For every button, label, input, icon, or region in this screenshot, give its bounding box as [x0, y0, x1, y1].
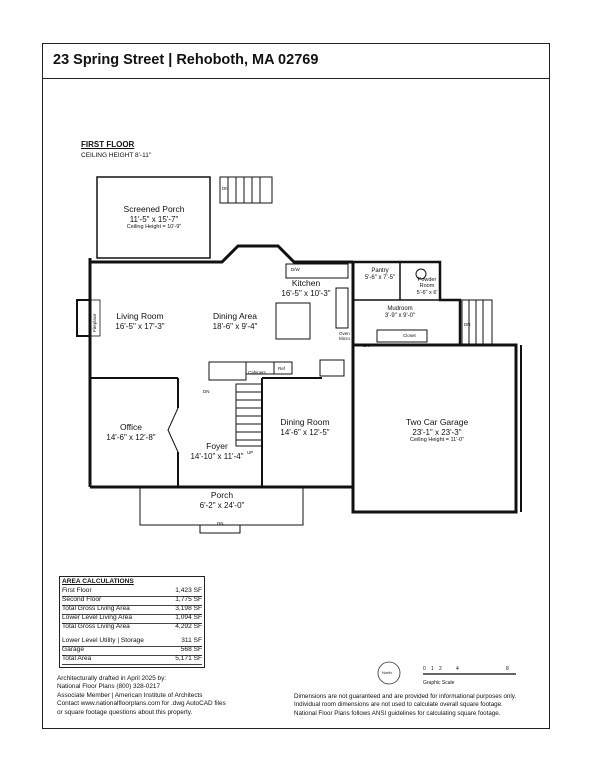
credit-line: National Floor Plans (800) 328-0217: [57, 683, 161, 691]
kitchen-counter: [285, 263, 349, 279]
ref-box: [273, 361, 293, 375]
area-row-value: 3,198 SF: [175, 605, 202, 612]
area-row: Total Gross Living Area 4,292 SF: [62, 623, 202, 632]
area-row-value: 1,423 SF: [175, 587, 202, 594]
graphic-scale-tick: 0: [423, 666, 426, 672]
room-powder-room: Powder Room 5'-6" x 6': [416, 277, 438, 296]
north-label: North: [382, 670, 392, 675]
north-wall-main: [90, 244, 353, 264]
page-title: 23 Spring Street | Rehoboth, MA 02769: [53, 52, 319, 68]
graphic-scale-tick: 2: [439, 666, 442, 672]
graphic-scale-caption: Graphic Scale: [423, 680, 455, 686]
room-garage: Two Car Garage 23'-1" x 23'-3" Ceiling H…: [405, 417, 469, 443]
credit-line: or square footage questions about this p…: [57, 708, 193, 716]
mudroom-closet: [376, 329, 428, 343]
area-calculations-table: AREA CALCULATIONS First Floor 1,423 SF Sec…: [59, 576, 205, 668]
porch-stairs-dn-label: DN: [222, 186, 229, 191]
garage-landing: [319, 359, 345, 377]
room-screened-porch: Screened Porch 11'-5" x 15'-7" Ceiling H…: [123, 204, 185, 230]
area-row-value: 1,094 SF: [175, 614, 202, 621]
area-row-label: Garage: [62, 646, 84, 653]
disclaimer-line: Dimensions are not guaranteed and are pr…: [294, 693, 517, 700]
area-row-label: Second Floor: [62, 596, 102, 603]
graphic-scale-tick: 8: [506, 666, 509, 672]
cabinets-label: Cabinets: [248, 370, 266, 375]
room-dining-room: Dining Room 14'-6" x 12'-5": [280, 417, 330, 437]
title-divider: [42, 78, 550, 79]
front-steps: [199, 524, 241, 534]
credit-line: Contact www.nationalfloorplans.com for .…: [57, 700, 226, 708]
range: [335, 287, 349, 329]
area-row: Lower Level Utility | Storage 311 SF: [62, 637, 202, 647]
stairs-up-label: UP: [247, 450, 254, 455]
area-row-label: Lower Level Living Area: [62, 614, 133, 621]
screened-porch-outline: [96, 176, 211, 259]
room-mudroom: Mudroom 3'-9" x 9'-0": [384, 306, 416, 319]
room-porch: Porch 6'-2" x 24'-0": [199, 490, 245, 510]
room-dining-area: Dining Area 18'-6" x 9'-4": [212, 311, 258, 331]
room-closet: Closet: [403, 333, 416, 338]
room-foyer: Foyer 14'-10" x 11'-4": [190, 441, 244, 461]
fireplace-label: Fireplace: [92, 313, 97, 332]
credit-line: Associate Member | American Institute of…: [57, 691, 203, 699]
disclaimer-block: Dimensions are not guaranteed and are pr…: [294, 693, 516, 718]
area-row-value: 4,292 SF: [175, 623, 202, 630]
area-row-value: 568 SF: [180, 646, 202, 653]
disclaimer-line: National Floor Plans follows ANSI guidel…: [294, 709, 501, 717]
floor-ceiling-height: CEILING HEIGHT 8'-11": [81, 152, 152, 159]
credit-line: Architecturally drafted in April 2025 by…: [57, 675, 167, 682]
area-row: Second Floor 1,775 SF: [62, 596, 202, 606]
area-row: Total Gross Living Area 3,198 SF: [62, 605, 202, 615]
area-row-value: 311 SF: [181, 637, 202, 644]
area-row: Garage 568 SF: [62, 646, 202, 656]
basement-stairs-dn-label: DN: [203, 389, 210, 394]
graphic-scale-tick: 4: [456, 666, 459, 672]
floor-name: FIRST FLOOR: [81, 140, 135, 149]
area-row-value: 5,171 SF: [175, 655, 202, 662]
ref-label: Ref: [278, 366, 286, 371]
mudroom-stairs: [461, 299, 493, 346]
area-row: First Floor 1,423 SF: [62, 587, 202, 597]
area-row-label: Lower Level Utility | Storage: [62, 637, 144, 644]
dishwasher-label: D/W: [291, 267, 300, 272]
north-arrow: [377, 661, 401, 685]
room-office: Office 14'-6" x 12'-8": [106, 422, 156, 442]
graphic-scale-tick: 1: [431, 666, 434, 672]
oven-micro-label: Oven Micro: [339, 331, 350, 341]
area-row-value: 1,775 SF: [175, 596, 202, 603]
mudroom-stairs-dn-label: DN: [464, 322, 471, 327]
garage-dn-label: DN: [363, 343, 370, 348]
room-kitchen: Kitchen 16'-5" x 10'-3": [281, 278, 331, 298]
area-row-label: Total Gross Living Area: [62, 605, 130, 612]
room-pantry: Pantry 5'-6" x 7'-5": [364, 268, 396, 281]
page-frame: [42, 43, 550, 729]
credit-block: Architecturally drafted in April 2025 by…: [57, 675, 226, 717]
room-living-room: Living Room 16'-5" x 17'-3": [115, 311, 165, 331]
toilet: [415, 268, 427, 280]
office-door: [167, 407, 179, 453]
disclaimer-line: Individual room dimensions are not used …: [294, 701, 503, 709]
area-calculations-heading: AREA CALCULATIONS: [62, 578, 134, 585]
area-row: Total Area 5,171 SF: [62, 655, 202, 665]
kitchen-island: [275, 302, 311, 340]
area-row: Lower Level Living Area 1,094 SF: [62, 614, 202, 624]
fireplace-outline: [76, 299, 91, 337]
basement-stairs: [208, 361, 247, 381]
front-steps-dn-label: DN: [217, 521, 224, 526]
area-row-label: First Floor: [62, 587, 92, 594]
area-row-label: Total Area: [62, 655, 92, 662]
porch-stairs: [219, 176, 273, 204]
main-stairs: [235, 383, 263, 447]
area-row-label: Total Gross Living Area: [62, 623, 130, 630]
